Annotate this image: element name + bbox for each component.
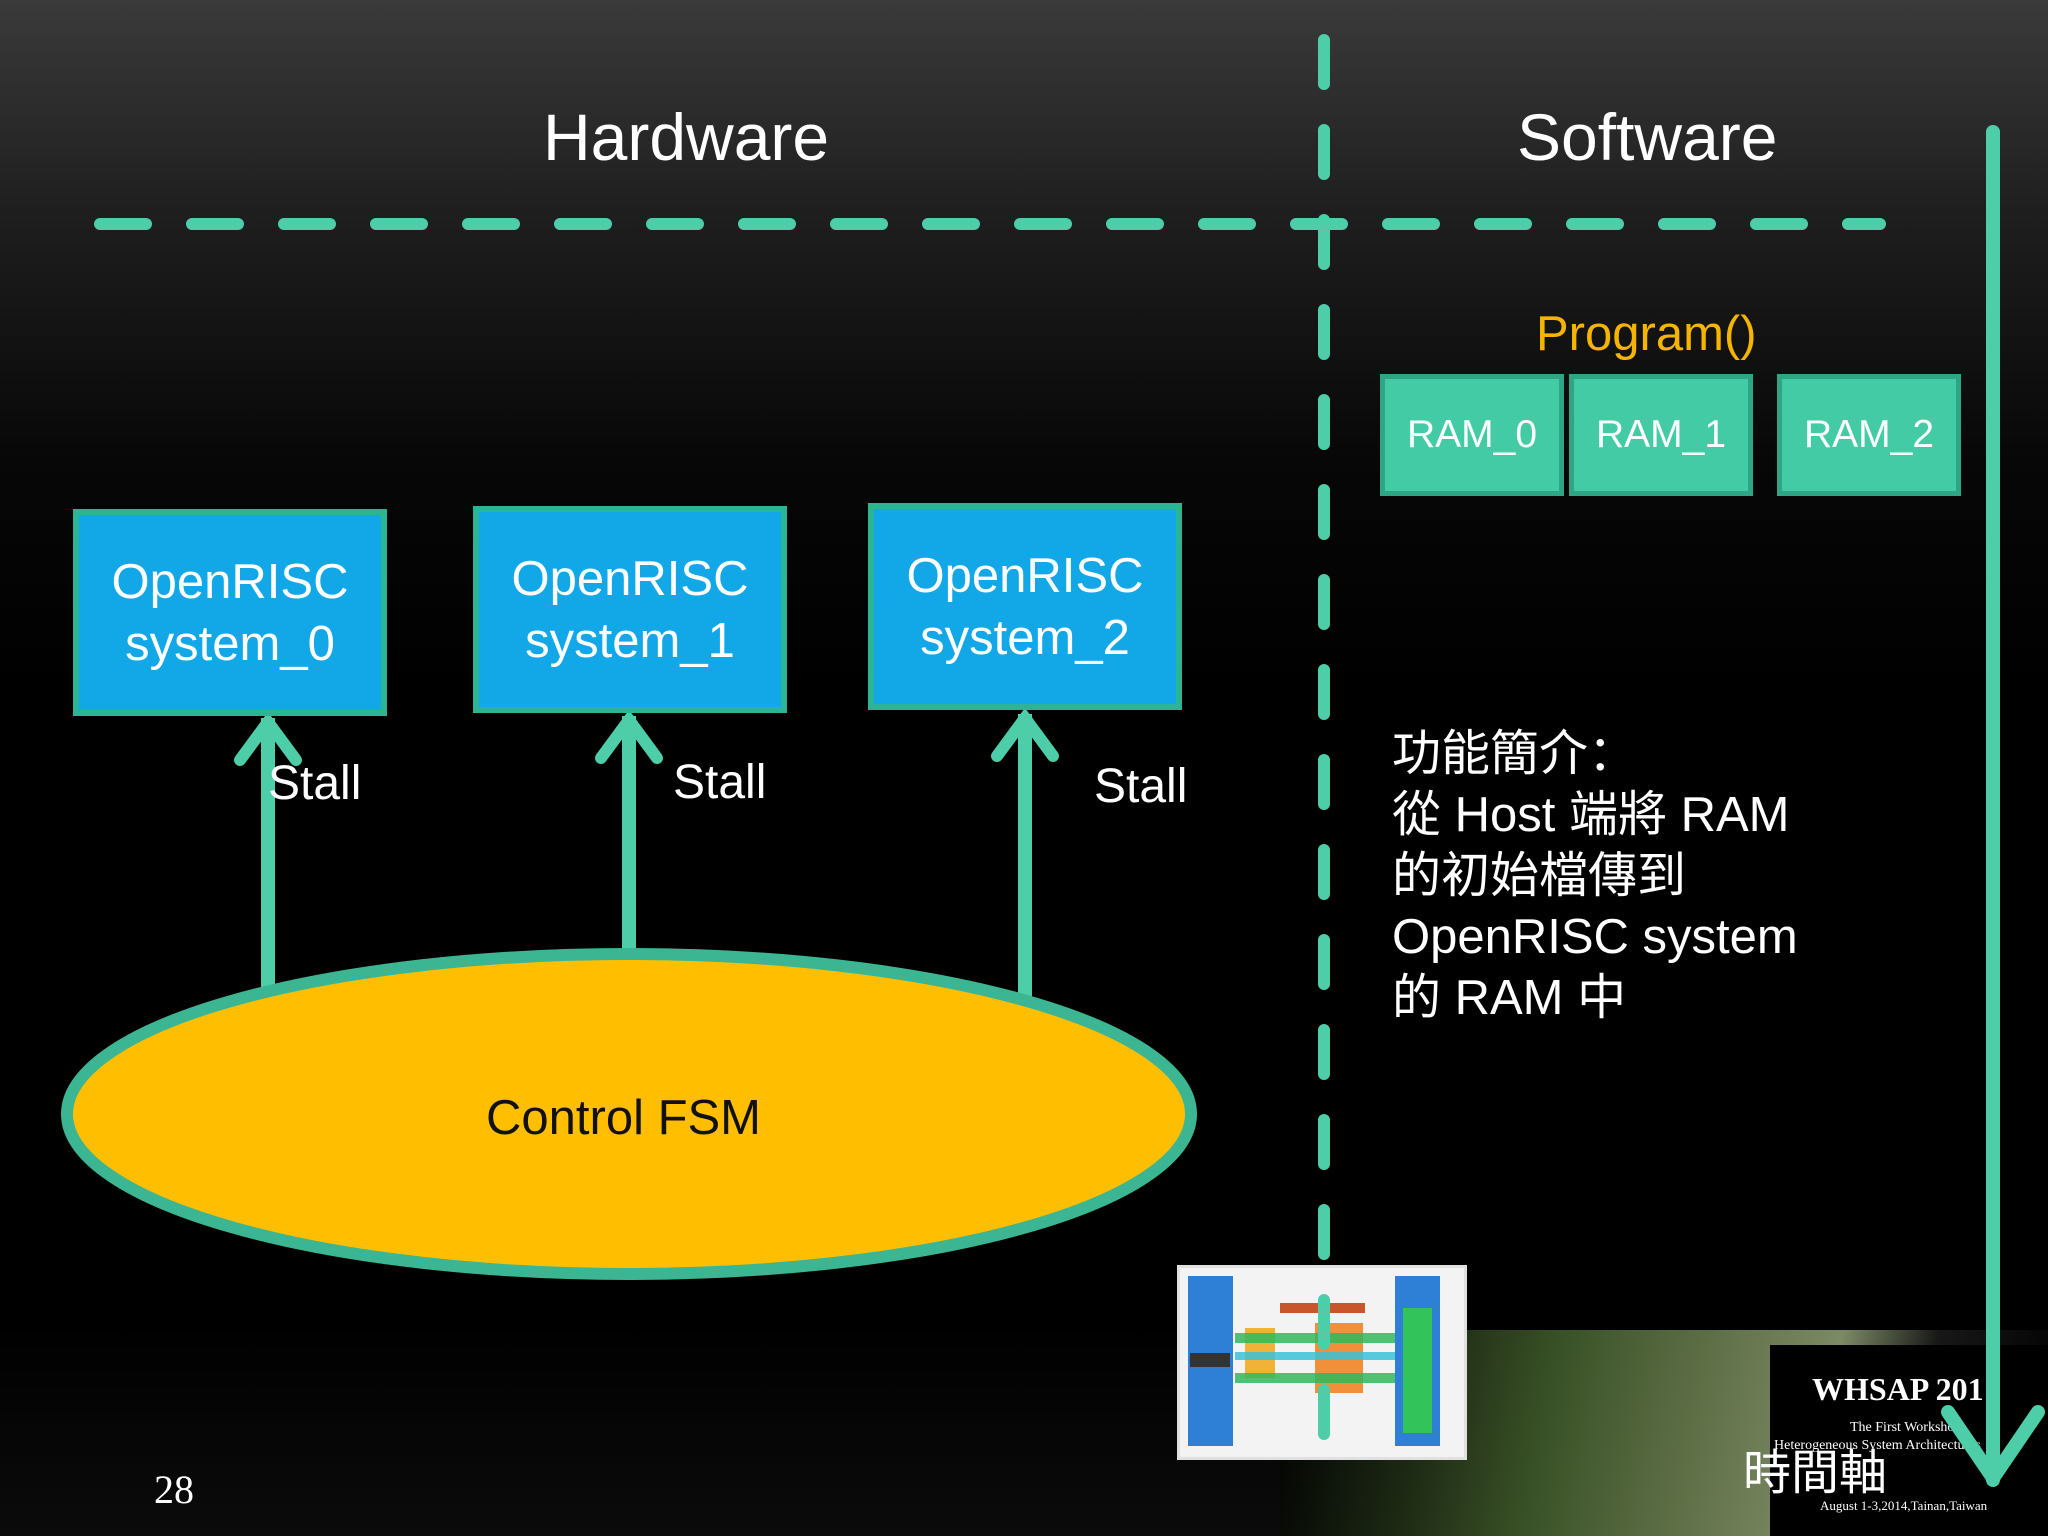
time-axis-arrowhead-icon bbox=[1941, 1405, 2045, 1485]
description-line-4: OpenRISC system bbox=[1392, 910, 1798, 964]
stall-label-1: Stall bbox=[673, 756, 767, 809]
ram-block-2: RAM_2 bbox=[1777, 374, 1961, 496]
banner-line-2: Heterogeneous System Architectures bbox=[1774, 1438, 1981, 1453]
description-line-3: 的初始檔傳到 bbox=[1392, 849, 1687, 903]
system-2-line-2: system_2 bbox=[920, 610, 1130, 665]
control-fsm-ellipse bbox=[61, 948, 1197, 1280]
footer-banner: WHSAP 201 The First Workshop Heterogeneo… bbox=[1770, 1345, 2048, 1536]
stall-arrow-0-head-icon bbox=[234, 711, 302, 766]
system-0-line-1: OpenRISC bbox=[111, 554, 349, 609]
slide-number: 28 bbox=[154, 1467, 194, 1512]
ram-block-1: RAM_1 bbox=[1569, 374, 1753, 496]
system-1-line-1: OpenRISC bbox=[511, 551, 749, 606]
openrisc-system-2-box: OpenRISC system_2 bbox=[868, 503, 1182, 710]
description-line-5: 的 RAM 中 bbox=[1392, 971, 1627, 1025]
banner-title: WHSAP 201 bbox=[1812, 1371, 1984, 1407]
description-line-1: 功能簡介： bbox=[1392, 727, 1638, 781]
program-label: Program() bbox=[1536, 307, 1757, 361]
stall-arrow-2-head-icon bbox=[991, 707, 1059, 762]
banner-line-1: The First Workshop bbox=[1850, 1420, 1962, 1435]
stall-label-2: Stall bbox=[1094, 760, 1188, 813]
control-fsm-label: Control FSM bbox=[486, 1091, 762, 1145]
openrisc-system-1-box: OpenRISC system_1 bbox=[473, 506, 787, 713]
hardware-heading: Hardware bbox=[543, 100, 830, 174]
architecture-thumbnail-image bbox=[1177, 1265, 1467, 1460]
stall-label-0: Stall bbox=[268, 757, 362, 810]
ram-block-0: RAM_0 bbox=[1380, 374, 1564, 496]
banner-line-3: August 1-3,2014,Tainan,Taiwan bbox=[1820, 1498, 1988, 1513]
system-1-line-2: system_1 bbox=[525, 613, 735, 668]
system-0-line-2: system_0 bbox=[125, 616, 335, 671]
software-heading: Software bbox=[1517, 100, 1778, 174]
time-axis-label: 時間軸 bbox=[1743, 1447, 1888, 1500]
openrisc-system-0-box: OpenRISC system_0 bbox=[73, 509, 387, 716]
function-description: 功能簡介： 從 Host 端將 RAM 的初始檔傳到 OpenRISC syst… bbox=[1392, 724, 1798, 1029]
system-2-line-1: OpenRISC bbox=[906, 548, 1144, 603]
description-line-2: 從 Host 端將 RAM bbox=[1392, 788, 1790, 842]
stall-arrow-1-head-icon bbox=[595, 709, 663, 764]
